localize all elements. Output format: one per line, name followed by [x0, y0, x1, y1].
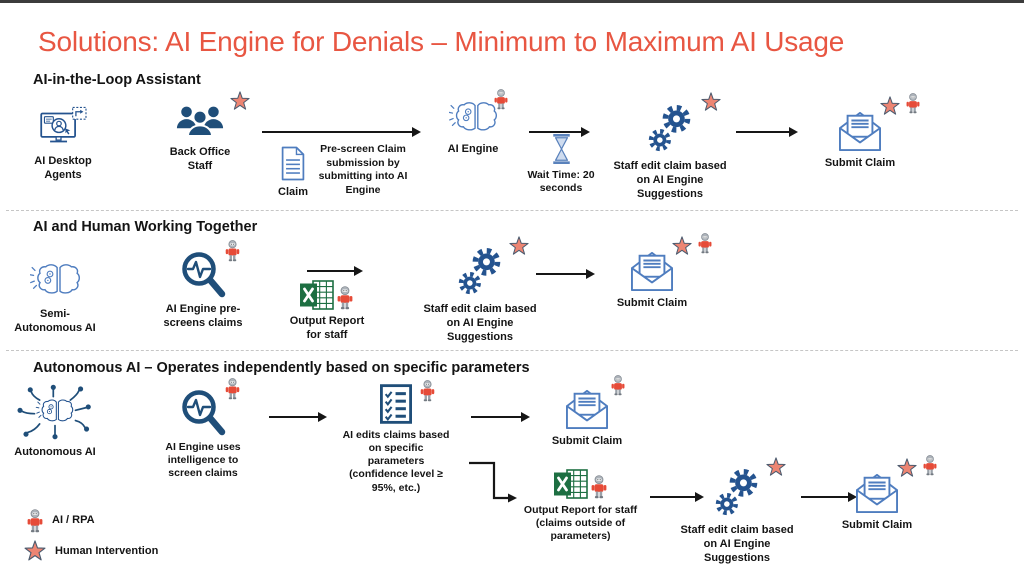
node-semi-autonomous-ai: Semi-Autonomous AI: [9, 262, 101, 336]
human-intervention-star-icon: [671, 236, 693, 257]
ai-rpa-robot-icon: [419, 380, 436, 402]
top-border: [0, 0, 1024, 3]
excel-report-icon: [554, 469, 588, 499]
human-intervention-star-icon: [896, 458, 918, 479]
node-label: AI Engine uses intelligence to screen cl…: [165, 441, 241, 480]
node-label: Staff edit claim based on AI Engine Sugg…: [613, 160, 727, 200]
submit-claim-envelope-icon: [854, 472, 900, 514]
node-ai-desktop-agents: AI Desktop Agents: [24, 106, 102, 183]
magnifier-screening-icon: [179, 250, 227, 298]
node-submit-claim-3: Submit Claim: [537, 388, 637, 449]
human-intervention-star-icon: [700, 92, 722, 113]
ai-rpa-robot-icon: [26, 509, 44, 533]
node-label: Autonomous AI: [14, 446, 96, 458]
human-intervention-star-icon: [508, 236, 530, 257]
hourglass-icon: [551, 134, 572, 164]
checklist-icon: [380, 384, 412, 424]
autonomous-ai-network-icon: [14, 383, 96, 441]
node-staff-edit-claim: Staff edit claim based on AI Engine Sugg…: [611, 103, 729, 201]
node-label: Wait Time: 20 seconds: [527, 169, 595, 195]
section-divider: [6, 350, 1018, 351]
excel-report-icon: [300, 280, 334, 310]
node-label: Back Office Staff: [169, 146, 231, 172]
node-output-report: Output Report for staff: [282, 280, 372, 343]
node-label: Output Report for staff (claims outside …: [523, 504, 638, 543]
node-label: Submit Claim: [551, 435, 623, 447]
magnifier-screening-icon: [179, 388, 227, 436]
ai-rpa-robot-icon: [697, 233, 713, 254]
node-output-report-2: Output Report for staff (claims outside …: [518, 469, 643, 543]
submit-claim-envelope-icon: [837, 110, 883, 152]
flow-arrow: [471, 411, 530, 422]
ai-rpa-robot-icon: [224, 240, 241, 262]
node-label: Staff edit claim based on AI Engine Sugg…: [680, 524, 794, 564]
node-label: AI Engine: [447, 143, 499, 155]
legend-label: AI / RPA: [52, 514, 95, 527]
gears-icon: [646, 103, 694, 155]
section-heading-ai-human-together: AI and Human Working Together: [33, 219, 258, 235]
section-divider: [6, 210, 1018, 211]
node-submit-claim-2: Submit Claim: [602, 250, 702, 311]
gears-icon: [713, 467, 761, 519]
flow-arrow: [736, 126, 798, 137]
flow-arrow: [536, 268, 595, 279]
node-label: AI Desktop Agents: [34, 155, 92, 181]
ai-rpa-robot-icon: [224, 378, 241, 400]
node-label: Submit Claim: [841, 519, 913, 531]
flow-arrow: [307, 265, 363, 276]
node-staff-edit-claim-2: Staff edit claim based on AI Engine Sugg…: [421, 246, 539, 344]
node-ai-engine-prescreens: AI Engine pre-screens claims: [153, 250, 253, 331]
gears-icon: [456, 246, 504, 298]
claim-document-icon: [280, 146, 306, 181]
node-ai-engine-screens: AI Engine uses intelligence to screen cl…: [153, 388, 253, 480]
ai-rpa-robot-icon: [590, 475, 608, 499]
human-intervention-star-icon: [765, 457, 787, 478]
back-office-staff-icon: [175, 104, 225, 141]
human-intervention-star-icon: [23, 540, 47, 563]
desktop-agents-icon: [38, 106, 88, 150]
human-intervention-star-icon: [229, 91, 251, 112]
node-ai-edits-claims: AI edits claims based on specific parame…: [339, 384, 453, 495]
node-autonomous-ai: Autonomous AI: [5, 383, 105, 460]
prescreen-annotation: Pre-screen Claim submission by submittin…: [318, 143, 408, 196]
flow-arrow: [801, 491, 857, 502]
node-label: Staff edit claim based on AI Engine Sugg…: [423, 303, 537, 343]
flow-arrow: [262, 126, 421, 137]
ai-rpa-robot-icon: [493, 89, 509, 110]
ai-engine-brain-icon: [449, 100, 497, 133]
legend-label: Human Intervention: [55, 544, 159, 557]
section-heading-autonomous-ai: Autonomous AI – Operates independently b…: [33, 360, 530, 376]
human-intervention-star-icon: [879, 96, 901, 117]
node-label: AI edits claims based on specific parame…: [342, 429, 450, 494]
flow-arrow: [529, 126, 590, 137]
node-submit-claim-4: Submit Claim: [827, 472, 927, 533]
node-label: Claim: [278, 186, 308, 198]
section-heading-ai-in-the-loop: AI-in-the-Loop Assistant: [33, 72, 201, 88]
flow-arrow: [269, 411, 327, 422]
node-label: Submit Claim: [824, 157, 896, 169]
ai-rpa-robot-icon: [905, 93, 921, 114]
submit-claim-envelope-icon: [629, 250, 675, 292]
node-back-office-staff: Back Office Staff: [160, 104, 240, 174]
elbow-connector: [466, 458, 524, 506]
submit-claim-envelope-icon: [564, 388, 610, 430]
node-label: Submit Claim: [616, 297, 688, 309]
node-label: Semi-Autonomous AI: [14, 308, 96, 334]
node-wait-time: Wait Time: 20 seconds: [527, 134, 595, 195]
ai-engine-brain-icon: [30, 262, 80, 296]
slide-title: Solutions: AI Engine for Denials – Minim…: [38, 26, 845, 57]
node-staff-edit-claim-3: Staff edit claim based on AI Engine Sugg…: [678, 467, 796, 565]
ai-rpa-robot-icon: [336, 286, 354, 310]
node-label: Output Report for staff: [289, 315, 365, 341]
node-label: AI Engine pre-screens claims: [163, 303, 243, 329]
ai-rpa-robot-icon: [922, 455, 938, 476]
flow-arrow: [650, 491, 704, 502]
node-ai-engine: AI Engine: [428, 100, 518, 157]
legend-human-intervention: Human Intervention: [23, 540, 158, 563]
ai-rpa-robot-icon: [610, 375, 626, 396]
node-submit-claim-1: Submit Claim: [810, 110, 910, 171]
node-claim: Claim: [265, 146, 321, 200]
legend-ai-rpa: AI / RPA: [26, 509, 95, 533]
